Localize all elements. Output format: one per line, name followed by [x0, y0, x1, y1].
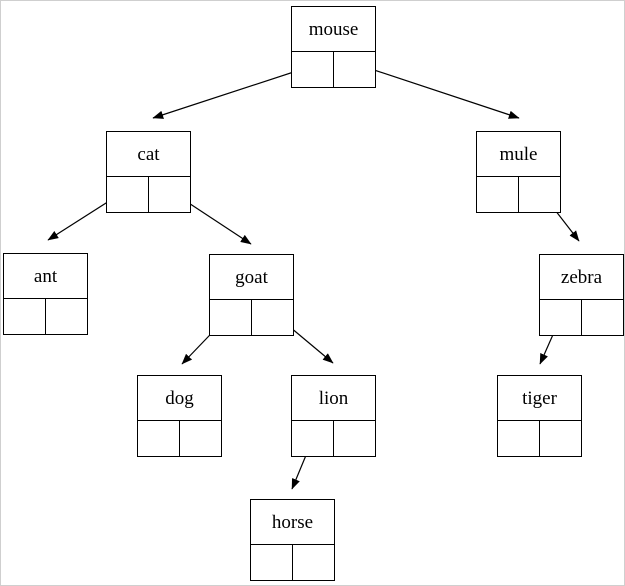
tree-node-cat[interactable]: cat: [106, 131, 191, 213]
tree-node-goat[interactable]: goat: [209, 254, 294, 336]
node-pointer-row: [292, 421, 375, 456]
right-pointer-cell: [46, 299, 87, 334]
tree-node-dog[interactable]: dog: [137, 375, 222, 457]
tree-node-mule[interactable]: mule: [476, 131, 561, 213]
left-pointer-cell: [292, 421, 334, 456]
left-pointer-cell: [498, 421, 540, 456]
tree-node-mouse[interactable]: mouse: [291, 6, 376, 88]
right-pointer-cell: [252, 300, 293, 335]
node-label: dog: [138, 376, 221, 421]
node-pointer-row: [477, 177, 560, 212]
node-label: horse: [251, 500, 334, 545]
node-pointer-row: [540, 300, 623, 335]
right-pointer-cell: [519, 177, 560, 212]
right-pointer-cell: [149, 177, 190, 212]
right-pointer-cell: [334, 421, 375, 456]
node-label: mouse: [292, 7, 375, 52]
left-pointer-cell: [251, 545, 293, 580]
node-label: tiger: [498, 376, 581, 421]
left-pointer-cell: [107, 177, 149, 212]
left-pointer-cell: [210, 300, 252, 335]
right-pointer-cell: [293, 545, 334, 580]
node-label: mule: [477, 132, 560, 177]
node-pointer-row: [292, 52, 375, 87]
node-label: ant: [4, 254, 87, 299]
tree-node-ant[interactable]: ant: [3, 253, 88, 335]
left-pointer-cell: [292, 52, 334, 87]
left-pointer-cell: [4, 299, 46, 334]
node-label: cat: [107, 132, 190, 177]
node-pointer-row: [498, 421, 581, 456]
right-pointer-cell: [582, 300, 623, 335]
tree-node-tiger[interactable]: tiger: [497, 375, 582, 457]
tree-node-horse[interactable]: horse: [250, 499, 335, 581]
node-label: lion: [292, 376, 375, 421]
node-label: goat: [210, 255, 293, 300]
left-pointer-cell: [477, 177, 519, 212]
tree-node-zebra[interactable]: zebra: [539, 254, 624, 336]
node-pointer-row: [107, 177, 190, 212]
node-pointer-row: [4, 299, 87, 334]
node-pointer-row: [138, 421, 221, 456]
left-pointer-cell: [138, 421, 180, 456]
node-pointer-row: [210, 300, 293, 335]
right-pointer-cell: [334, 52, 375, 87]
left-pointer-cell: [540, 300, 582, 335]
tree-node-lion[interactable]: lion: [291, 375, 376, 457]
node-label: zebra: [540, 255, 623, 300]
right-pointer-cell: [180, 421, 221, 456]
right-pointer-cell: [540, 421, 581, 456]
node-pointer-row: [251, 545, 334, 580]
tree-edge-mouse-to-mule: [355, 63, 520, 119]
